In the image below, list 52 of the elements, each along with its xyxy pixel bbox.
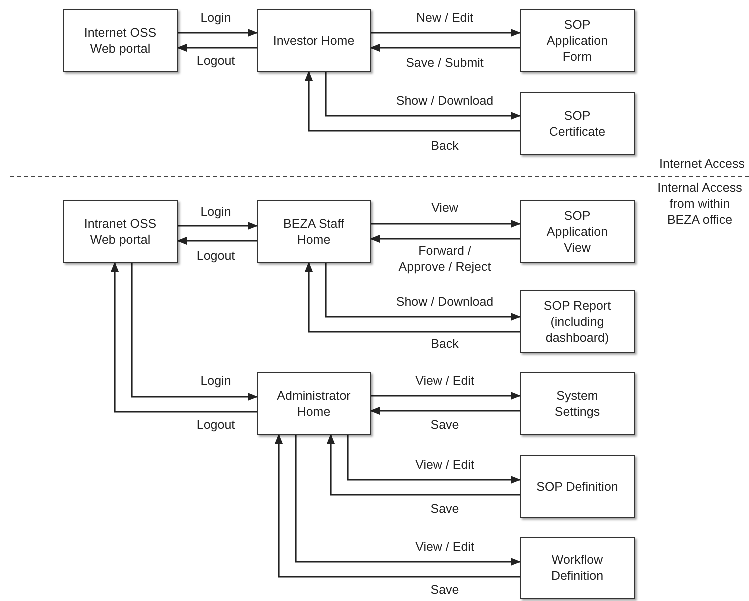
arrow <box>371 29 521 37</box>
arrow <box>178 222 258 230</box>
zone-label: Internal Access from within BEZA office <box>656 180 744 228</box>
process-box <box>520 372 635 435</box>
edge-label: Logout <box>196 53 236 69</box>
node-text: Workflow Definition <box>550 552 605 584</box>
arrow <box>347 435 521 484</box>
process-box <box>257 200 371 263</box>
arrow <box>325 263 521 321</box>
arrow <box>305 71 520 132</box>
arrow <box>327 434 520 496</box>
process-box <box>520 9 635 72</box>
arrow <box>371 220 521 228</box>
process-box <box>520 290 635 353</box>
process-box <box>520 537 635 599</box>
arrow <box>275 434 520 578</box>
arrow <box>325 72 521 120</box>
node-text: Administrator Home <box>276 388 352 420</box>
process-box <box>520 455 635 518</box>
arrow <box>371 392 521 400</box>
edge-label: Logout <box>196 248 236 264</box>
arrow <box>305 262 520 333</box>
arrow <box>131 263 258 401</box>
node-text: BEZA Staff Home <box>282 216 346 248</box>
process-box <box>257 9 371 72</box>
node-text: Investor Home <box>273 32 355 48</box>
node-text: Internet OSS Web portal <box>83 24 158 56</box>
process-box <box>63 200 178 263</box>
edge-label: Login <box>200 204 232 220</box>
process-box <box>520 200 635 263</box>
edge-label: Login <box>200 10 232 26</box>
node-text: SOP Application Form <box>546 16 610 64</box>
node-text: SOP Report (including dashboard) <box>542 298 612 346</box>
process-box <box>520 92 635 155</box>
arrow <box>178 29 258 37</box>
arrow <box>177 44 257 52</box>
node-text: System Settings <box>554 388 602 420</box>
arrow <box>177 237 257 245</box>
process-box <box>63 9 178 72</box>
arrow <box>370 235 520 243</box>
arrow <box>370 44 520 52</box>
process-box <box>257 372 371 435</box>
node-text: Intranet OSS Web portal <box>83 216 158 248</box>
zone-label: Internet Access <box>660 156 745 172</box>
node-text: SOP Application View <box>546 208 610 256</box>
arrow <box>370 407 520 415</box>
edge-label: Login <box>200 373 232 389</box>
arrow <box>295 435 521 566</box>
arrow <box>111 262 257 413</box>
node-text: SOP Certificate <box>548 108 607 140</box>
node-text: SOP Definition <box>536 478 618 494</box>
edge-label: Logout <box>196 417 236 433</box>
